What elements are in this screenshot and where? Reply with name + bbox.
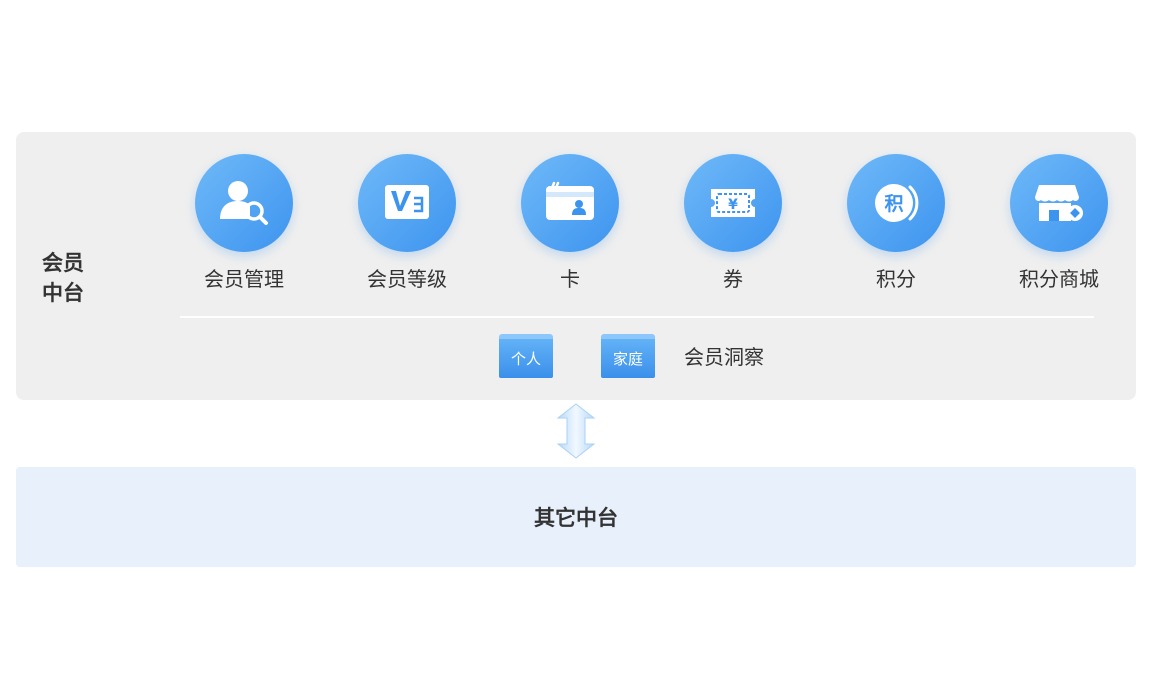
module-label: 积分商城 xyxy=(1019,267,1099,291)
module-label: 卡 xyxy=(560,267,580,291)
tag-tab xyxy=(601,334,655,340)
module-member-level[interactable]: 会员等级 xyxy=(327,154,487,292)
svg-text:¥: ¥ xyxy=(728,197,738,213)
bidirectional-arrow-icon xyxy=(556,403,596,459)
module-label: 券 xyxy=(723,267,743,291)
member-platform-panel: 会员 中台 会员管理 会员等级 xyxy=(16,132,1136,400)
module-label: 积分 xyxy=(876,267,916,291)
tag-personal-label: 个人 xyxy=(499,339,553,378)
tag-tab xyxy=(499,334,553,340)
module-coupon[interactable]: ¥ 券 xyxy=(653,154,813,292)
module-label: 会员等级 xyxy=(367,267,447,291)
module-label: 会员管理 xyxy=(204,267,284,291)
level-badge-icon xyxy=(358,154,456,252)
member-search-icon xyxy=(195,154,293,252)
divider xyxy=(180,316,1094,318)
module-points-mall[interactable]: 积分商城 xyxy=(979,154,1139,292)
module-row: 会员管理 会员等级 xyxy=(164,154,1114,304)
coupon-icon: ¥ xyxy=(684,154,782,252)
tag-personal[interactable]: 个人 xyxy=(499,334,553,378)
module-member-management[interactable]: 会员管理 xyxy=(164,154,324,292)
tag-family-label: 家庭 xyxy=(601,339,655,378)
module-card[interactable]: 卡 xyxy=(490,154,650,292)
member-platform-title: 会员 中台 xyxy=(42,251,84,305)
points-icon-glyph: 积 xyxy=(884,193,903,215)
card-icon xyxy=(521,154,619,252)
member-insight-label: 会员洞察 xyxy=(684,345,764,369)
points-mall-icon xyxy=(1010,154,1108,252)
other-platform-panel: 其它中台 xyxy=(16,467,1136,567)
tag-family[interactable]: 家庭 xyxy=(601,334,655,378)
other-platform-title: 其它中台 xyxy=(534,506,618,530)
points-icon: 积 xyxy=(847,154,945,252)
module-points[interactable]: 积 积分 xyxy=(816,154,976,292)
